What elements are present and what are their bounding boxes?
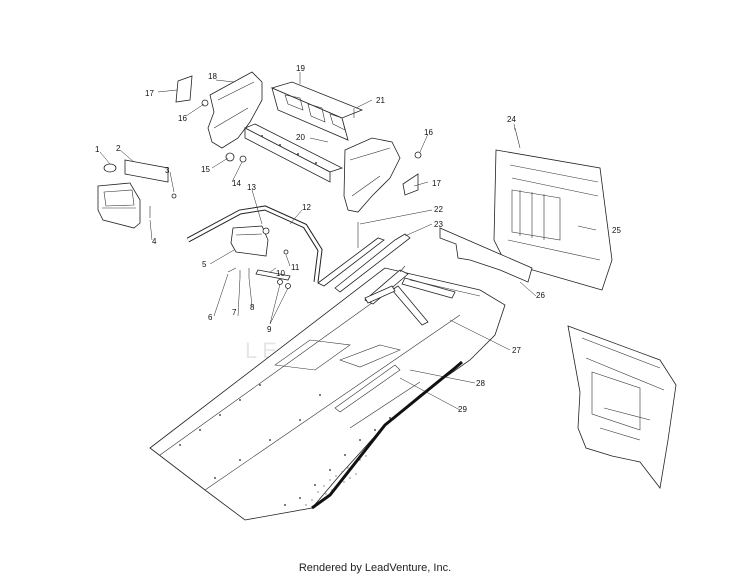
tunnel <box>149 265 506 521</box>
callout-24: 24 <box>507 115 516 124</box>
callout-17-left: 17 <box>145 89 154 98</box>
callout-10: 10 <box>276 269 285 278</box>
callout-20: 20 <box>296 133 305 142</box>
callout-9: 9 <box>267 325 272 334</box>
callout-28: 28 <box>476 379 485 388</box>
callout-3: 3 <box>165 166 170 175</box>
callout-29: 29 <box>458 405 467 414</box>
x-brace <box>364 265 481 326</box>
decal-left <box>175 75 193 103</box>
callout-21: 21 <box>376 96 385 105</box>
tail-light-lower <box>227 225 291 289</box>
callout-14: 14 <box>232 179 241 188</box>
footer-credit: Rendered by LeadVenture, Inc. <box>298 562 452 574</box>
callout-2: 2 <box>116 144 121 153</box>
decal-right <box>402 173 419 196</box>
leader-lines <box>99 72 597 411</box>
rear-bumper <box>186 205 323 283</box>
callout-23: 23 <box>434 220 443 229</box>
pin-24 <box>514 127 521 149</box>
washer-15 <box>225 152 235 162</box>
callout-4: 4 <box>152 237 157 246</box>
callout-16-left: 16 <box>178 114 187 123</box>
mount-plate <box>439 227 533 283</box>
callout-22: 22 <box>434 205 443 214</box>
callout-6: 6 <box>208 313 213 322</box>
side-handle-right <box>343 137 422 213</box>
callout-26: 26 <box>536 291 545 300</box>
snow-flap-upper <box>493 149 613 291</box>
callout-27: 27 <box>512 346 521 355</box>
taillight-assembly <box>97 159 177 229</box>
callout-17-right: 17 <box>432 179 441 188</box>
callout-15: 15 <box>201 165 210 174</box>
callout-13: 13 <box>247 183 256 192</box>
callout-25: 25 <box>612 226 621 235</box>
callout-11: 11 <box>291 263 300 272</box>
callout-16-right: 16 <box>424 128 433 137</box>
mount-bracket <box>270 81 364 141</box>
side-rails <box>317 222 411 293</box>
callout-19: 19 <box>296 64 305 73</box>
side-handle-left <box>201 71 263 149</box>
callout-5: 5 <box>202 260 207 269</box>
callout-labels: 1 2 3 4 5 6 7 8 9 10 11 12 13 14 15 16 1… <box>95 64 621 414</box>
callout-8: 8 <box>250 303 255 312</box>
callout-7: 7 <box>232 308 237 317</box>
callout-18: 18 <box>208 72 217 81</box>
snow-flap-lower <box>567 325 677 489</box>
callout-1: 1 <box>95 145 100 154</box>
reinforcement-bar <box>244 123 344 183</box>
callout-12: 12 <box>302 203 311 212</box>
washer-14 <box>239 155 247 163</box>
